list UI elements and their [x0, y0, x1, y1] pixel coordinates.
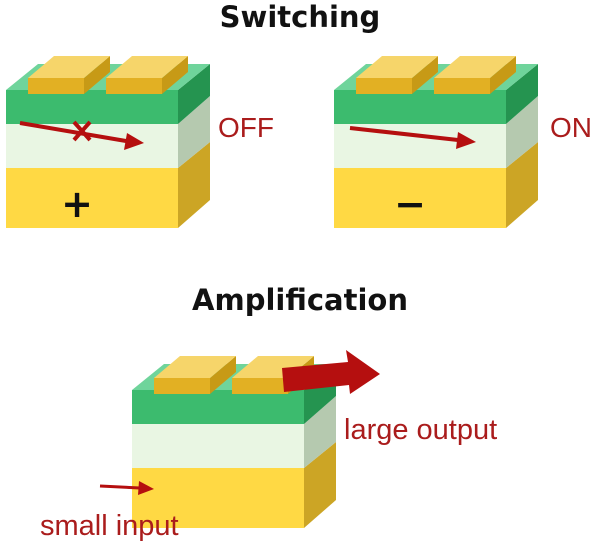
- blocked-current-arrow: [19, 120, 144, 150]
- on-device: −: [334, 56, 538, 228]
- large-output-label: large output: [344, 414, 497, 446]
- off-device: +: [6, 56, 210, 228]
- gate-minus-sign: −: [394, 182, 426, 226]
- switching-heading: Switching: [220, 0, 381, 34]
- on-label: ON: [550, 112, 592, 143]
- gate-plus-sign: +: [61, 182, 93, 226]
- cross-icon: [72, 120, 92, 142]
- amplification-heading: Amplification: [192, 283, 408, 317]
- large-output-arrow: [282, 350, 380, 394]
- off-label: OFF: [218, 112, 274, 143]
- small-input-arrow: [99, 481, 154, 495]
- current-arrow: [349, 126, 476, 149]
- small-input-label: small input: [40, 510, 179, 542]
